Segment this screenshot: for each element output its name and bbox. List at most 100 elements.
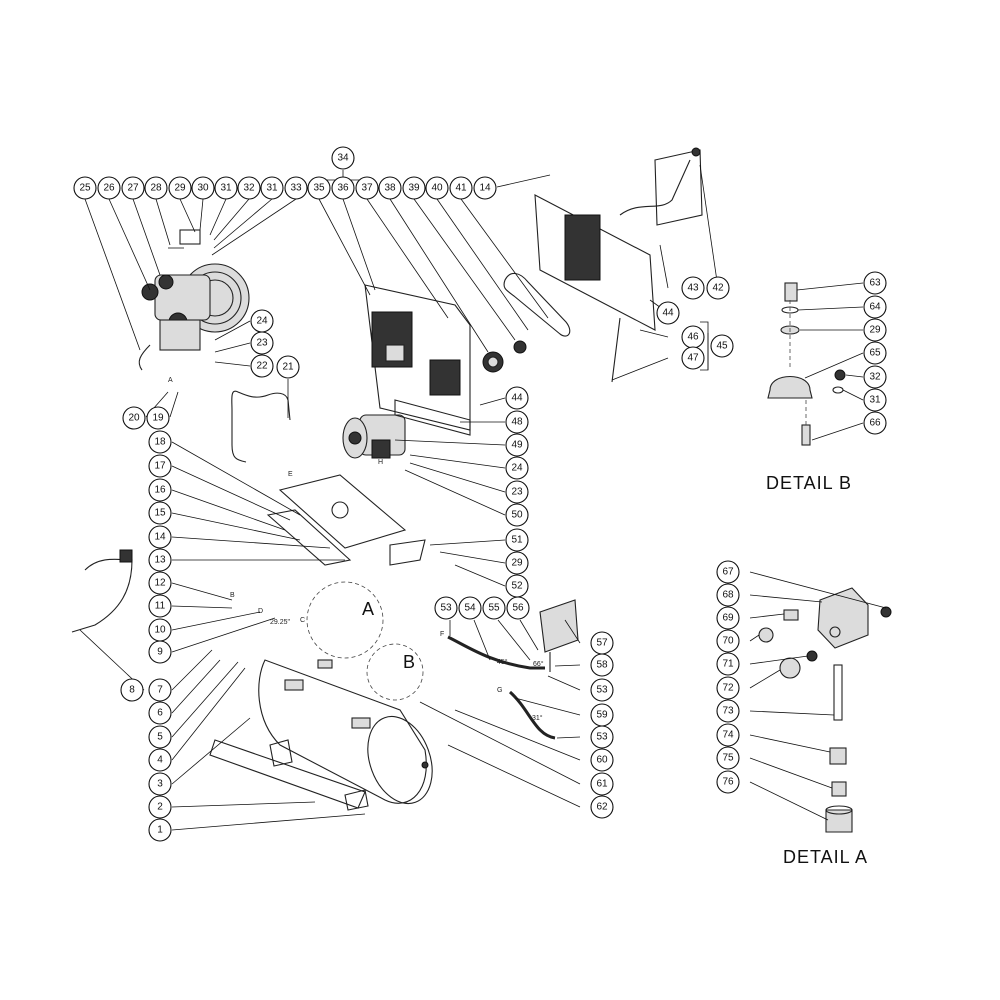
balloon-number: 70 — [722, 636, 734, 647]
part-balloon-72: 72 — [716, 676, 740, 700]
balloon-circle — [148, 725, 172, 749]
part-balloon-6: 6 — [148, 701, 172, 725]
balloon-number: 3 — [157, 779, 163, 790]
point-label-h: H — [378, 459, 383, 466]
part-balloon-39: 39 — [402, 176, 426, 200]
part-balloon-30: 30 — [191, 176, 215, 200]
part-balloon-46: 46 — [681, 325, 705, 349]
detail-a-title: DETAIL A — [783, 847, 868, 867]
part-balloon-18: 18 — [148, 430, 172, 454]
balloon-number: 24 — [511, 463, 523, 474]
balloon-circle — [276, 355, 300, 379]
balloon-circle — [716, 560, 740, 584]
balloon-number: 35 — [313, 183, 325, 194]
balloon-number: 7 — [157, 685, 163, 696]
balloon-circle — [331, 146, 355, 170]
balloon-number: 46 — [687, 332, 699, 343]
balloon-number: 62 — [596, 802, 608, 813]
part-balloon-24: 24 — [505, 456, 529, 480]
part-balloon-66: 66 — [863, 411, 887, 435]
part-balloon-1: 1 — [148, 818, 172, 842]
part-balloon-32: 32 — [237, 176, 261, 200]
balloon-number: 44 — [662, 308, 674, 319]
part-balloon-73: 73 — [716, 699, 740, 723]
part-balloon-60: 60 — [590, 748, 614, 772]
hose-59 — [508, 690, 556, 740]
balloon-circle — [706, 276, 730, 300]
balloon-number: 75 — [722, 753, 734, 764]
part-balloon-17: 17 — [148, 454, 172, 478]
balloon-number: 53 — [596, 685, 608, 696]
part-balloon-23: 23 — [505, 480, 529, 504]
belt-guard-back — [364, 284, 471, 431]
callout-circle-a — [306, 581, 384, 659]
part-balloon-68: 68 — [716, 583, 740, 607]
balloon-circle — [505, 410, 529, 434]
part-balloon-74: 74 — [716, 723, 740, 747]
part-balloon-33: 33 — [284, 176, 308, 200]
balloon-circle — [681, 346, 705, 370]
balloon-circle — [716, 746, 740, 770]
balloon-number: 47 — [687, 353, 699, 364]
balloon-number: 67 — [722, 567, 734, 578]
detail-b-parts — [767, 282, 846, 446]
balloon-number: 45 — [716, 341, 728, 352]
balloon-circle — [148, 571, 172, 595]
balloon-circle — [122, 406, 146, 430]
balloon-number: 29 — [511, 558, 523, 569]
balloon-circle — [505, 386, 529, 410]
callout-letter-a: A — [362, 599, 374, 619]
balloon-number: 23 — [256, 338, 268, 349]
balloon-circle — [716, 606, 740, 630]
balloon-number: 32 — [869, 372, 881, 383]
electric-motor — [342, 399, 471, 459]
balloon-circle — [148, 501, 172, 525]
part-balloon-71: 71 — [716, 652, 740, 676]
balloon-circle — [473, 176, 497, 200]
balloon-circle — [482, 596, 506, 620]
balloon-number: 27 — [127, 183, 139, 194]
part-balloon-55: 55 — [482, 596, 506, 620]
balloon-circle — [863, 388, 887, 412]
drive-belt — [503, 272, 571, 337]
part-balloon-56: 56 — [506, 596, 530, 620]
balloon-circle — [716, 652, 740, 676]
balloon-number: 73 — [722, 706, 734, 717]
part-balloon-2: 2 — [148, 795, 172, 819]
balloon-number: 63 — [869, 278, 881, 289]
balloon-number: 37 — [361, 183, 373, 194]
part-balloon-31: 31 — [214, 176, 238, 200]
balloon-number: 71 — [722, 659, 734, 670]
balloon-number: 31 — [869, 395, 881, 406]
balloon-circle — [284, 176, 308, 200]
balloon-circle — [458, 596, 482, 620]
belt-guard-front — [534, 194, 656, 383]
part-balloon-62: 62 — [590, 795, 614, 819]
part-balloon-45: 45 — [710, 334, 734, 358]
point-label-c: C — [300, 617, 305, 624]
balloon-circle — [307, 176, 331, 200]
part-balloon-70: 70 — [716, 629, 740, 653]
balloon-number: 44 — [511, 393, 523, 404]
balloon-circle — [237, 176, 261, 200]
balloon-number: 2 — [157, 802, 163, 813]
balloon-number: 55 — [488, 603, 500, 614]
balloon-circle — [331, 176, 355, 200]
balloon-circle — [710, 334, 734, 358]
part-balloon-69: 69 — [716, 606, 740, 630]
part-balloon-50: 50 — [505, 503, 529, 527]
balloon-circle — [146, 406, 170, 430]
part-balloon-36: 36 — [331, 176, 355, 200]
balloon-circle — [148, 594, 172, 618]
balloon-circle — [590, 748, 614, 772]
balloon-number: 13 — [154, 555, 166, 566]
balloon-circle — [590, 772, 614, 796]
balloon-number: 32 — [243, 183, 255, 194]
balloon-number: 52 — [511, 581, 523, 592]
part-balloon-31: 31 — [260, 176, 284, 200]
part-balloon-59: 59 — [590, 703, 614, 727]
discharge-tube — [231, 390, 291, 463]
balloon-circle — [250, 354, 274, 378]
balloon-number: 6 — [157, 708, 163, 719]
balloon-circle — [656, 301, 680, 325]
